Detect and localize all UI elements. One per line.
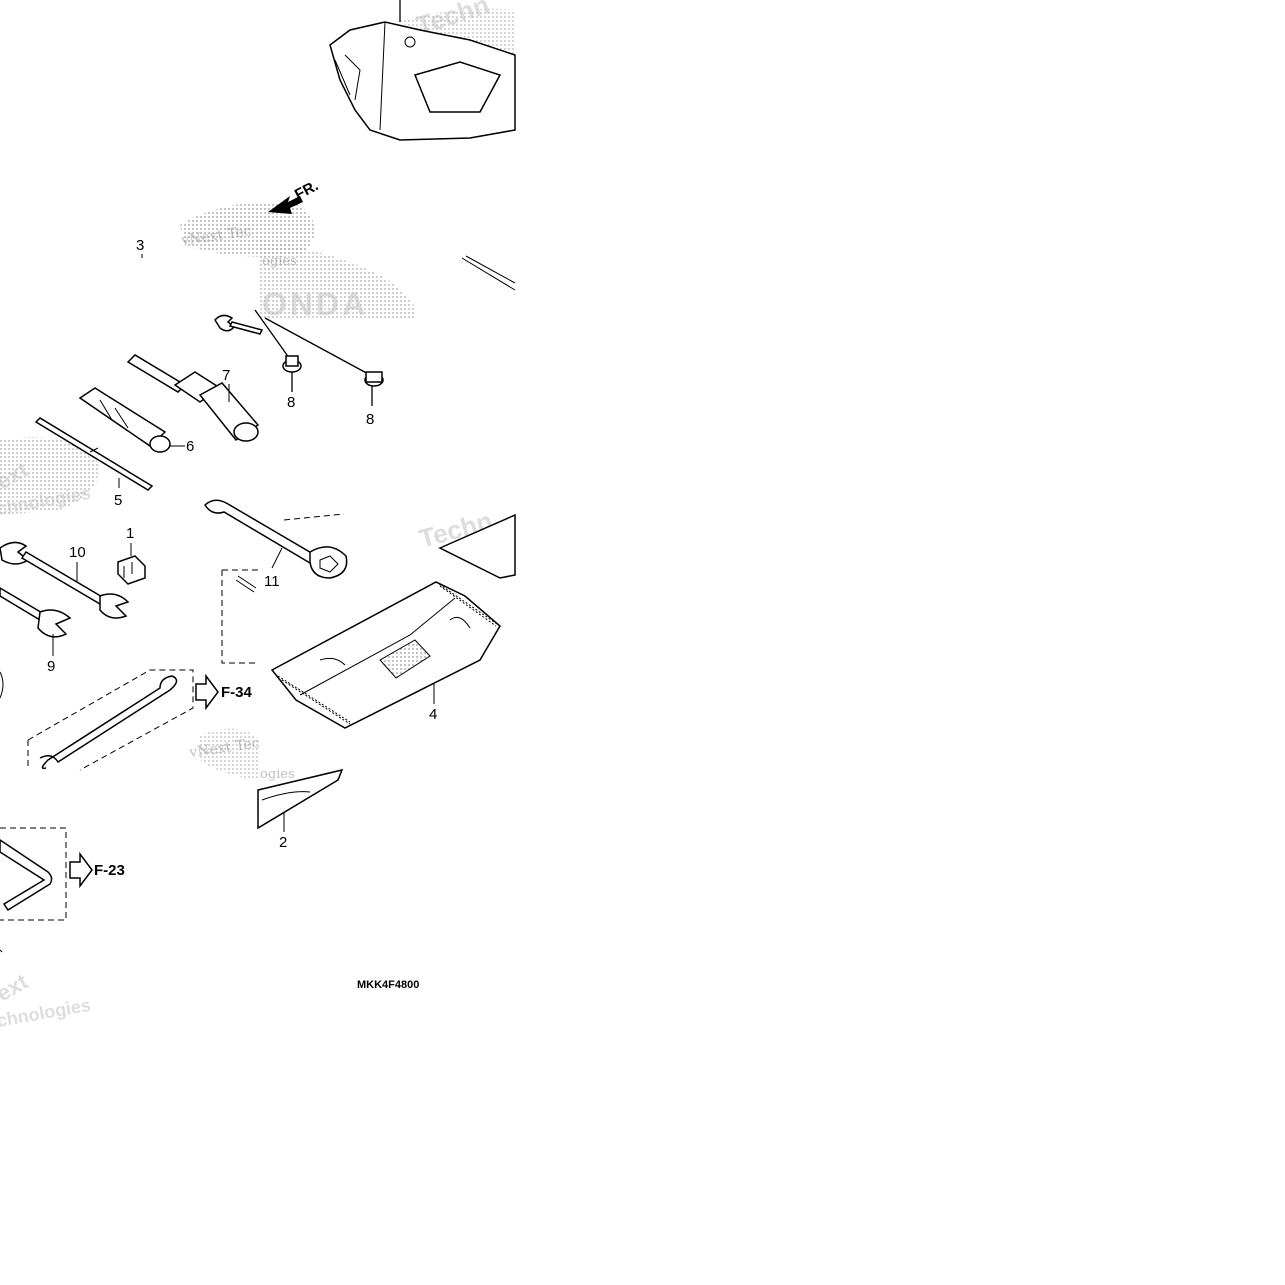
callout-11: 11 <box>264 573 280 590</box>
dashed-reference-box-3 <box>0 827 67 921</box>
leader-fragment <box>0 949 3 953</box>
reference-arrow-f34 <box>195 673 219 711</box>
watermark-logo: ONDA <box>262 286 368 322</box>
callout-8a: 8 <box>287 394 295 411</box>
watermark-text-9: ext <box>0 968 33 1006</box>
diagram-code: MKK4F4800 <box>357 979 419 991</box>
dashed-reference-box-2 <box>27 669 194 771</box>
reference-label-f34[interactable]: F-34 <box>221 684 253 701</box>
dashed-reference-box-1 <box>221 513 345 664</box>
watermark-text-2: ogies <box>262 254 297 269</box>
callout-9: 9 <box>47 658 55 675</box>
callout-2: 2 <box>279 834 287 851</box>
tool-fragment <box>0 671 4 699</box>
callout-11-leader <box>271 547 283 569</box>
callout-3: 3 <box>136 237 144 254</box>
open-wrench-10-drawing <box>0 541 130 619</box>
strap-drawing <box>461 255 516 291</box>
document-sheet-drawing <box>438 513 516 579</box>
screw-8b-drawing <box>264 317 384 406</box>
screw-8a-drawing <box>254 309 302 392</box>
watermark-text-6: ogies <box>260 767 295 782</box>
small-wrench-drawing <box>214 314 264 335</box>
callout-5: 5 <box>114 492 122 509</box>
callout-4: 4 <box>429 706 437 723</box>
watermark-stipple <box>0 8 515 780</box>
rear-storage-box-drawing <box>329 0 516 141</box>
callout-6: 6 <box>186 438 194 455</box>
callout-7: 7 <box>222 367 230 384</box>
screwdriver-drawing <box>34 417 154 491</box>
callout-1: 1 <box>126 525 134 542</box>
handle-drawing <box>78 387 171 453</box>
box-wrench-11-drawing <box>204 499 348 579</box>
clip-drawing <box>117 555 146 585</box>
callout-10: 10 <box>69 544 86 561</box>
callout-8b: 8 <box>366 411 374 428</box>
reference-arrow-f23 <box>69 851 93 889</box>
reference-label-f23[interactable]: F-23 <box>94 862 125 879</box>
open-wrench-9-drawing <box>0 587 72 638</box>
tool-bag-drawing <box>270 581 501 729</box>
owners-manual-drawing <box>257 768 344 830</box>
spark-plug-wrench-drawing <box>126 354 260 442</box>
